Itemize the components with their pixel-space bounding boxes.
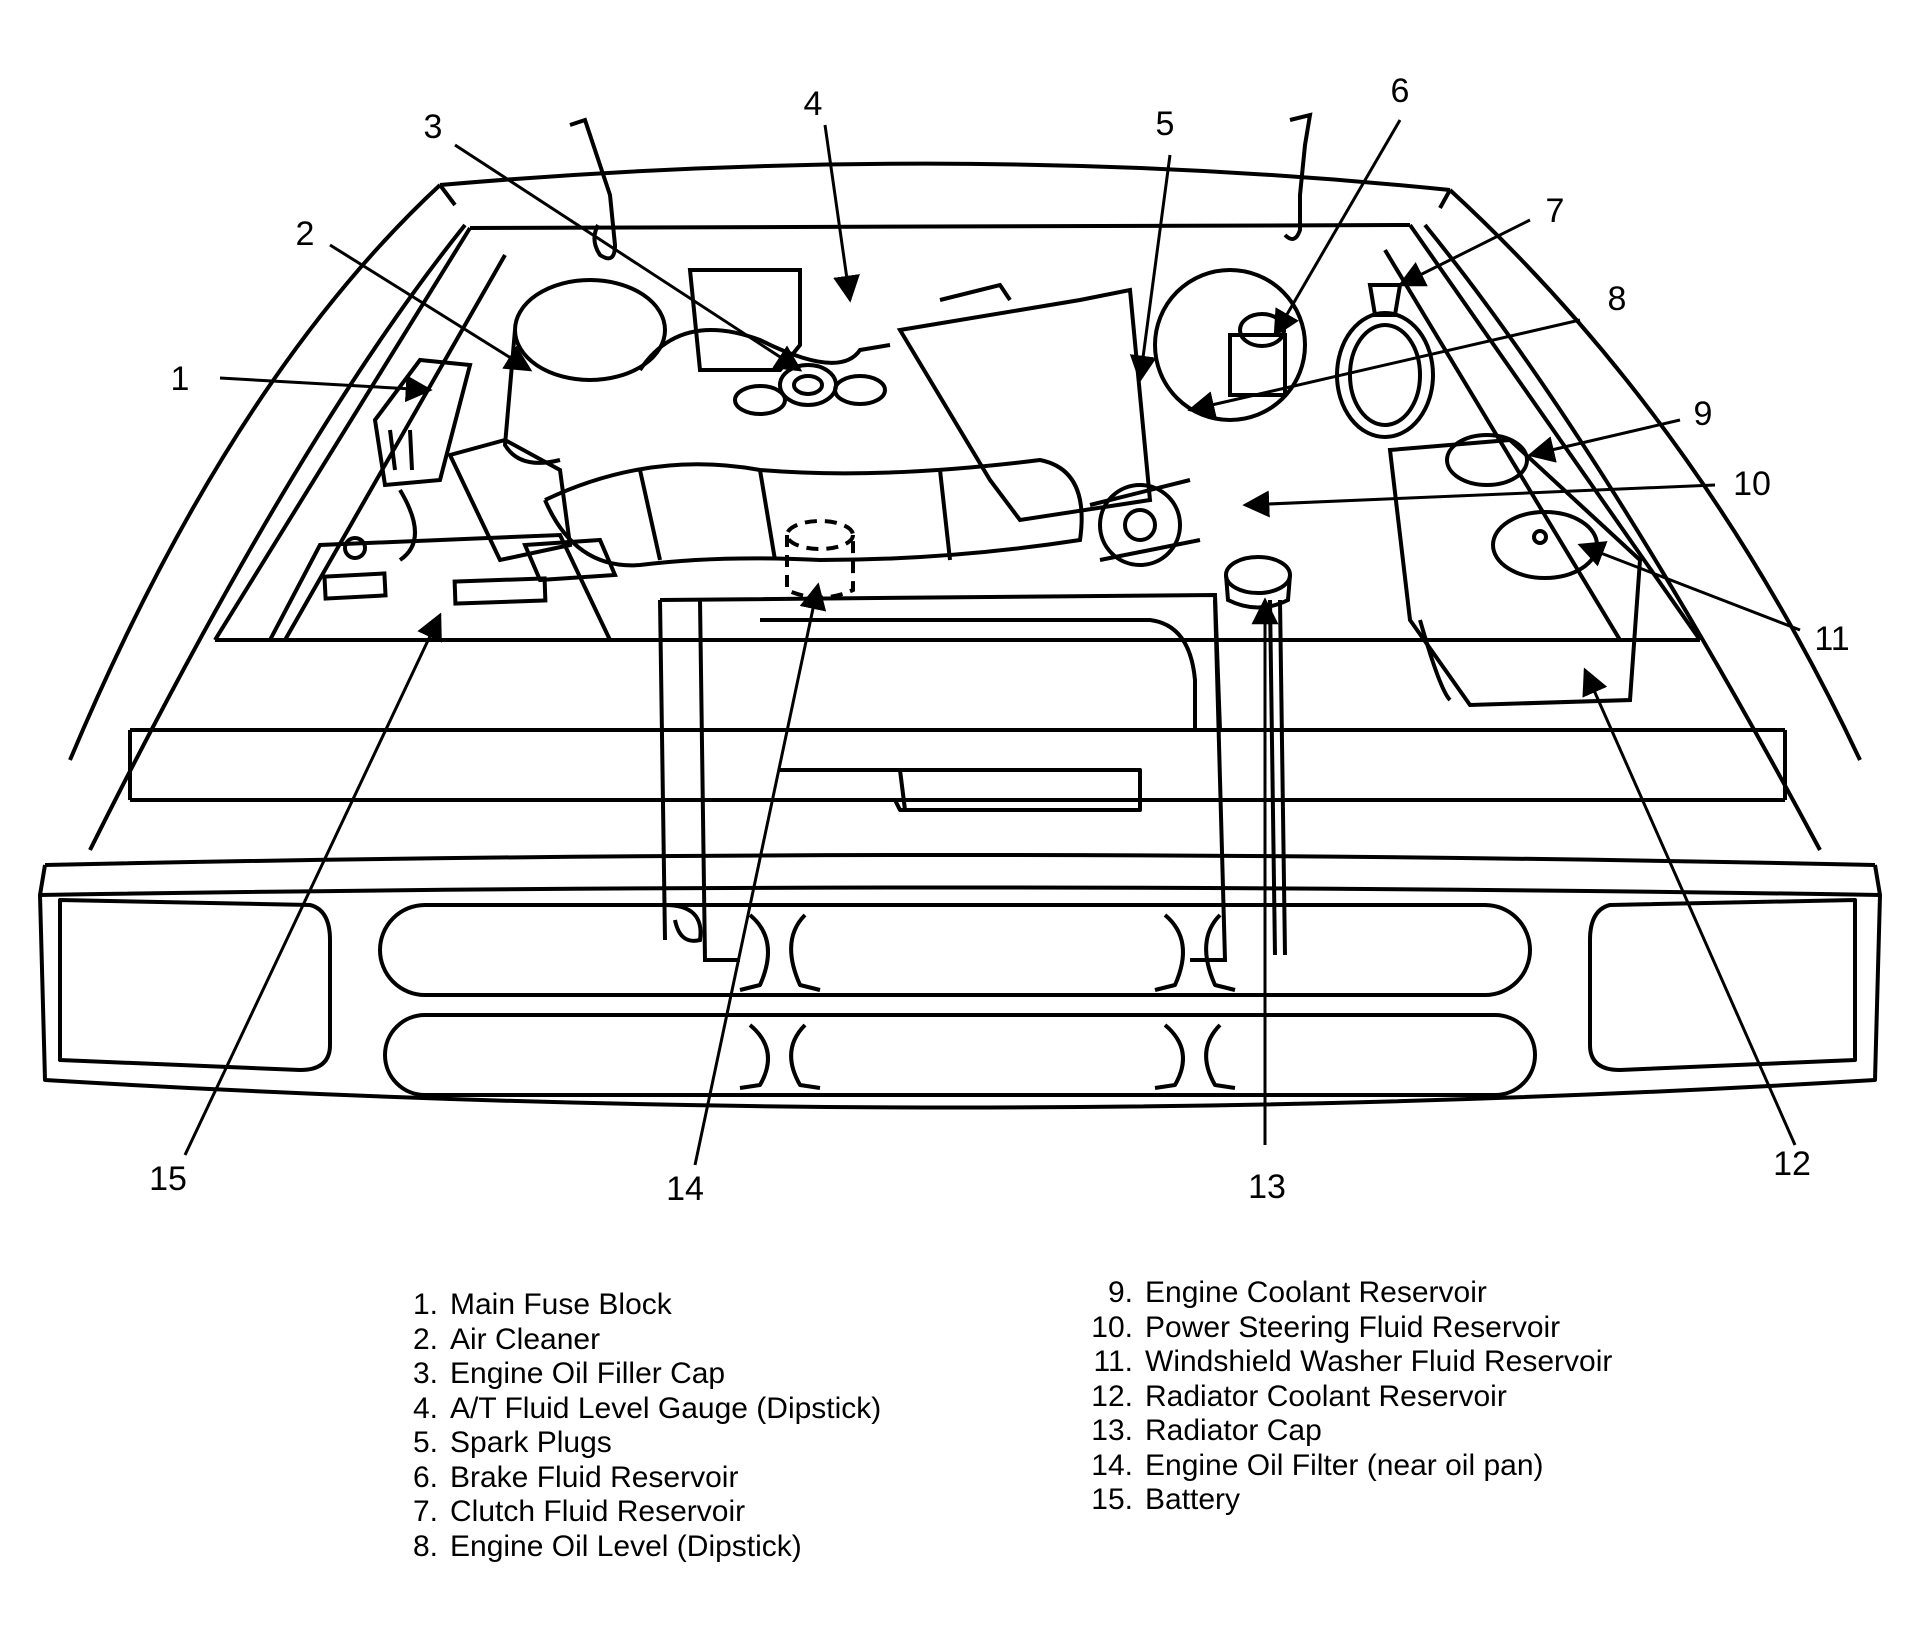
oil-filler-cap: [778, 363, 838, 407]
pulley: [1089, 478, 1201, 567]
legend-item: 3.Engine Oil Filler Cap: [412, 1357, 726, 1390]
air-cleaner: [447, 278, 1084, 568]
callout-4: 4: [804, 85, 823, 123]
legend-item: 13.Radiator Cap: [1091, 1414, 1322, 1447]
radiator: [658, 592, 1287, 962]
callout-9: 9: [1694, 395, 1713, 433]
callout-1: 1: [171, 360, 190, 398]
callout-5: 5: [1156, 105, 1175, 143]
vehicle-body-outline: [38, 161, 1882, 1110]
callout-6: 6: [1391, 72, 1410, 110]
callout-14: 14: [666, 1170, 704, 1208]
legend-item: 7.Clutch Fluid Reservoir: [412, 1495, 746, 1528]
callout-3: 3: [424, 108, 443, 146]
legend-item: 11.Windshield Washer Fluid Reservoir: [1093, 1345, 1613, 1378]
battery: [268, 532, 618, 641]
callout-11: 11: [1814, 620, 1849, 658]
fuse-block: [372, 357, 473, 562]
leader-2: [329, 243, 533, 372]
callout-8: 8: [1608, 280, 1627, 318]
leader-6: [1273, 119, 1402, 338]
legend-right-column: 9.Engine Coolant Reservoir 10.Power Stee…: [1075, 1276, 1612, 1518]
callout-7: 7: [1546, 192, 1565, 230]
leader-3: [454, 143, 803, 372]
leader-8: [1187, 318, 1581, 418]
leader-15: [183, 612, 442, 1156]
radiator-cap: [1224, 555, 1292, 610]
legend-item: 9.Engine Coolant Reservoir: [1107, 1276, 1487, 1309]
legend-item: 12.Radiator Coolant Reservoir: [1091, 1379, 1507, 1413]
hood-struts: [569, 112, 1313, 261]
leader-4: [823, 124, 860, 303]
callout-15: 15: [149, 1160, 187, 1198]
legend-item: 14.Engine Oil Filter (near oil pan): [1091, 1448, 1544, 1482]
leader-14: [693, 582, 827, 1166]
legend-item: 8.Engine Oil Level (Dipstick): [412, 1529, 802, 1563]
legend-item: 15.Battery: [1091, 1483, 1241, 1516]
legend-left-column: 1.Main Fuse Block 2.Air Cleaner 3.Engine…: [380, 1288, 881, 1564]
engine-compartment-diagram: 1 2 3 4 5 6 7 8 9 10 11 12 13 14 15: [38, 72, 1882, 1208]
leader-11: [1577, 541, 1801, 632]
legend-item: 10.Power Steering Fluid Reservoir: [1091, 1310, 1561, 1344]
legend-item: 4.A/T Fluid Level Gauge (Dipstick): [412, 1391, 882, 1425]
legend-item: 5.Spark Plugs: [412, 1426, 612, 1459]
brake-booster: [1153, 268, 1307, 422]
legend-item: 1.Main Fuse Block: [412, 1288, 672, 1321]
leader-10: [1242, 483, 1716, 518]
leader-7: [1397, 218, 1531, 287]
leader-lines: [183, 119, 1801, 1166]
legend-item: 2.Air Cleaner: [412, 1322, 601, 1356]
leader-9: [1527, 418, 1681, 463]
callout-2: 2: [296, 215, 315, 253]
callout-13: 13: [1248, 1168, 1286, 1206]
callout-10: 10: [1733, 465, 1771, 503]
leader-5: [1129, 154, 1172, 383]
callout-12: 12: [1773, 1145, 1811, 1183]
legend-item: 6.Brake Fluid Reservoir: [412, 1460, 739, 1494]
leader-12: [1582, 667, 1797, 1146]
leader-1: [219, 375, 433, 403]
callout-numbers: 1 2 3 4 5 6 7 8 9 10 11 12 13 14 15: [149, 72, 1850, 1208]
